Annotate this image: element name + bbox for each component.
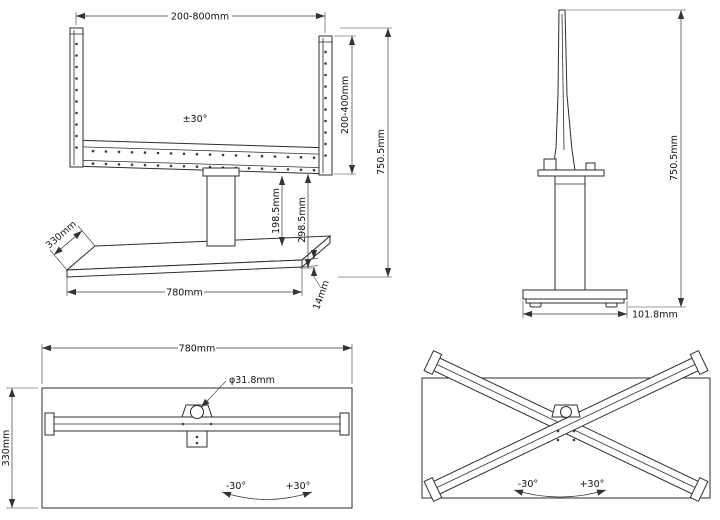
swivel-hole-2 xyxy=(560,406,572,418)
dim-top-width: 200-800mm xyxy=(75,10,326,33)
swivel-hole xyxy=(190,405,204,419)
swivel-right-label: +30° xyxy=(286,481,311,492)
dim-base-depth-side: 101.8mm xyxy=(522,301,678,321)
pedestal-column-side xyxy=(554,175,586,291)
top-view: φ31.8mm 780mm 330mm -30° +30° xyxy=(1,342,353,509)
swivel-left-label-2: -30° xyxy=(518,479,538,490)
dim-total-height-side-label: 750.5mm xyxy=(669,135,680,181)
base-side xyxy=(522,289,628,308)
dim-bracket-height-label: 200-400mm xyxy=(340,76,351,134)
swivel-left-label: -30° xyxy=(226,481,246,492)
front-view: ±30° 200-800mm 200-400mm 750.5mm 298.5mm xyxy=(44,10,392,312)
swivel-right-label-2: +30° xyxy=(580,479,605,490)
right-bracket-arm xyxy=(318,35,333,176)
right-arm-holes xyxy=(324,50,327,157)
top-view-swiveled: -30° +30° xyxy=(421,349,711,503)
dim-top-width-label: 200-800mm xyxy=(171,12,229,23)
dim-base-width-top: 780mm xyxy=(41,342,353,384)
dim-upper-height-label: 298.5mm xyxy=(297,197,308,243)
dim-hole-diameter: φ31.8mm xyxy=(200,375,275,408)
side-view: 750.5mm 101.8mm xyxy=(522,9,686,321)
dim-base-depth-label: 330mm xyxy=(44,219,79,251)
center-mount xyxy=(551,404,581,442)
bracket-profile xyxy=(552,9,576,171)
crossbar-top xyxy=(44,404,350,448)
dim-hole-diameter-label: φ31.8mm xyxy=(229,375,275,386)
dim-total-height-side: 750.5mm xyxy=(566,9,686,308)
dim-base-width: 780mm xyxy=(66,267,303,299)
tilt-range-label: ±30° xyxy=(183,114,208,125)
dim-total-height: 750.5mm xyxy=(338,27,392,278)
dim-base-depth-top: 330mm xyxy=(1,387,38,509)
mount-holes-swiveled xyxy=(556,429,576,442)
dim-base-depth-side-label: 101.8mm xyxy=(632,310,678,321)
dim-total-height-label: 750.5mm xyxy=(376,129,387,175)
pedestal-column xyxy=(206,175,236,247)
dim-base-width-top-label: 780mm xyxy=(179,344,216,355)
vesa-crossbar xyxy=(69,139,333,175)
crossbar-swiveled-b xyxy=(423,349,709,503)
left-arm-holes xyxy=(75,42,78,149)
dim-column-height-label: 198.5mm xyxy=(271,188,282,234)
base-plate xyxy=(65,234,332,278)
swivel-indicator-2: -30° +30° xyxy=(513,479,607,498)
dim-base-width-label: 780mm xyxy=(166,288,203,299)
dim-column-height: 198.5mm xyxy=(271,176,286,246)
column-collar xyxy=(202,167,240,177)
dim-base-thickness-label: 14mm xyxy=(311,279,332,312)
swivel-indicator: -30° +30° xyxy=(221,481,313,500)
crossbar-holes-row1 xyxy=(78,149,316,159)
dim-base-depth-top-label: 330mm xyxy=(1,430,12,467)
mount-holes-top xyxy=(181,422,213,445)
left-bracket-arm xyxy=(69,27,84,168)
dim-bracket-height: 200-400mm xyxy=(334,35,356,175)
